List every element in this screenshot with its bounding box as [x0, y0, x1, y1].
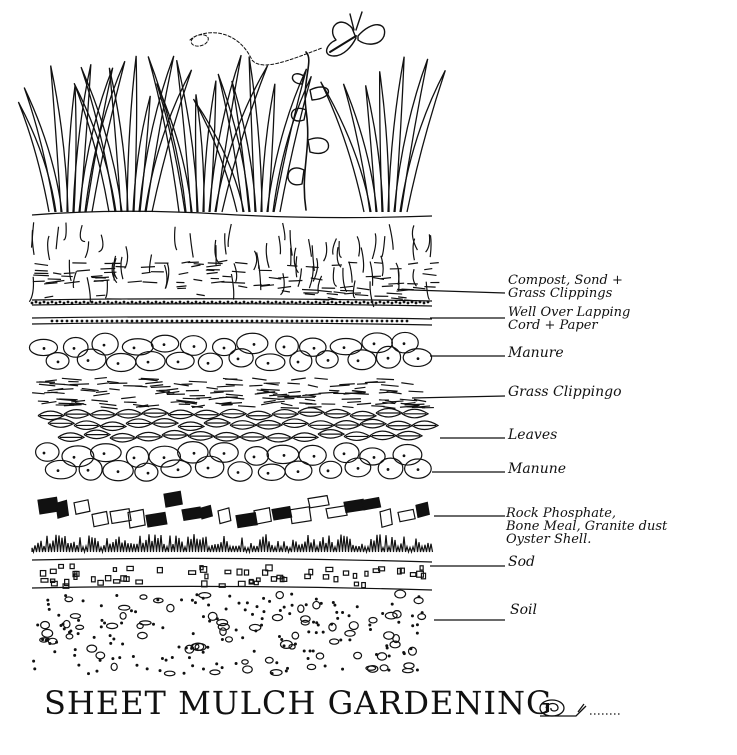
- leader-line: [412, 396, 505, 398]
- label-cardboard: Well Over Lapping Cord + Paper: [508, 306, 630, 332]
- diagram-title: SHEET MULCH GARDENING: [44, 684, 553, 722]
- leader-line: [412, 290, 505, 293]
- label-soil: Soil: [510, 603, 537, 618]
- manure-top-layer: [29, 332, 431, 371]
- label-sod: Sod: [508, 555, 535, 570]
- label-cardboard-line2: Cord + Paper: [508, 319, 630, 332]
- sod-layer: [32, 534, 433, 590]
- label-grass-clippings: Grass Clippingo: [508, 385, 622, 400]
- label-rock-phosphate: Rock Phosphate, Bone Meal, Granite dust …: [506, 507, 667, 546]
- soil-layer: [33, 590, 426, 676]
- compost-layer: [29, 211, 439, 307]
- label-manure-bottom: Manune: [508, 462, 566, 477]
- leader-lines: [412, 290, 505, 620]
- label-manure-top: Manure: [508, 346, 564, 361]
- mulch-layers: [29, 211, 439, 676]
- label-leaves: Leaves: [508, 428, 557, 443]
- manure-bottom-layer: [36, 442, 432, 482]
- grass-clippings-layer: [32, 378, 434, 409]
- leaves-layer: [38, 408, 438, 442]
- plants: [18, 55, 445, 212]
- rock-phosphate-layer: [38, 491, 429, 528]
- butterfly-icon: [327, 12, 385, 56]
- label-compost-line2: Grass Clippings: [508, 287, 623, 300]
- grass-clump: [321, 57, 446, 212]
- label-rock-line3: Oyster Shell.: [506, 533, 667, 546]
- grass-clump: [18, 61, 124, 212]
- grass-clump: [74, 56, 191, 212]
- label-compost: Compost, Sond + Grass Clippings: [508, 274, 623, 300]
- cardboard-layer: [31, 299, 432, 325]
